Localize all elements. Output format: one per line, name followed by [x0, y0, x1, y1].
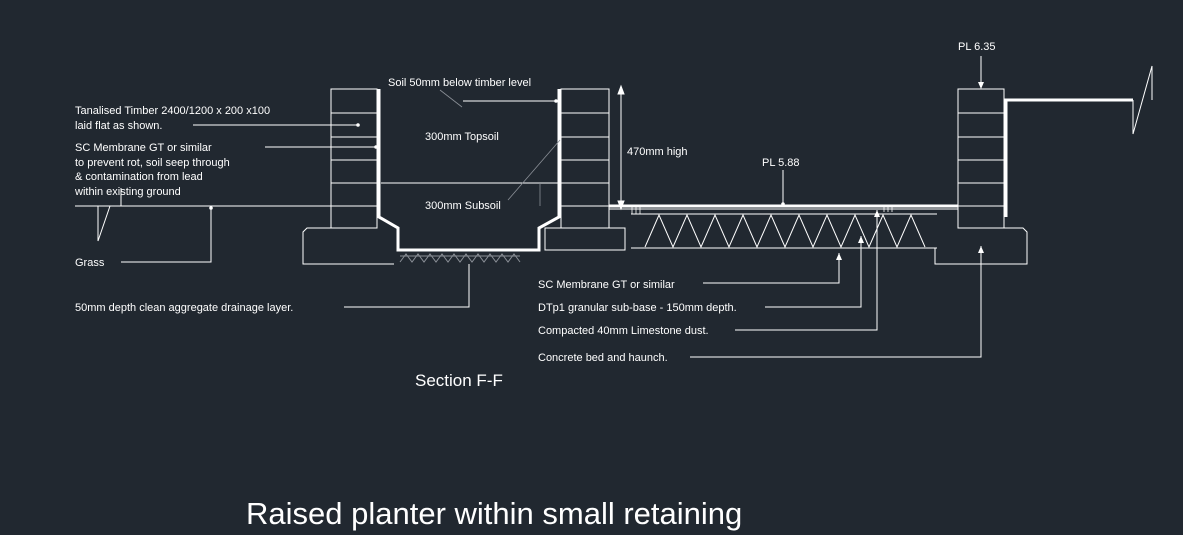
left-timber-wall: [330, 88, 378, 229]
label-pl-high: PL 6.35: [958, 41, 996, 53]
label-limestone: Compacted 40mm Limestone dust.: [538, 325, 709, 337]
label-height: 470mm high: [627, 146, 688, 158]
centre-timber-wall: [560, 88, 610, 229]
label-timber-1: Tanalised Timber 2400/1200 x 200 x100: [75, 105, 270, 117]
label-membrane-left-3: & contamination from lead: [75, 171, 203, 183]
label-membrane-right: SC Membrane GT or similar: [538, 279, 675, 291]
label-membrane-left-2: to prevent rot, soil seep through: [75, 157, 230, 169]
subbase-truss-hatch: [631, 213, 937, 249]
label-timber-2: laid flat as shown.: [75, 120, 162, 132]
label-grass: Grass: [75, 257, 105, 269]
right-timber-wall: [957, 88, 1005, 229]
planter-membrane-liner: [377, 89, 561, 252]
label-aggregate: 50mm depth clean aggregate drainage laye…: [75, 302, 293, 314]
leader-dots: [209, 82, 984, 260]
label-concrete: Concrete bed and haunch.: [538, 352, 668, 364]
height-dimension: [617, 84, 625, 211]
surface-tick-marks: [631, 206, 893, 214]
construction-lines: [439, 89, 561, 206]
label-pl-low: PL 5.88: [762, 157, 800, 169]
aggregate-hatch: [399, 253, 521, 263]
label-soil-level: Soil 50mm below timber level: [388, 77, 531, 89]
leader-lines: [75, 56, 982, 358]
label-membrane-left-1: SC Membrane GT or similar: [75, 142, 212, 154]
left-concrete-footing: [302, 227, 394, 265]
label-subbase: DTp1 granular sub-base - 150mm depth.: [538, 302, 737, 314]
right-concrete-footing: [934, 227, 1028, 265]
drawing-title: Raised planter within small retaining: [246, 496, 742, 531]
right-membrane-liner: [1004, 98, 1133, 217]
label-subsoil: 300mm Subsoil: [425, 200, 501, 212]
section-label: Section F-F: [415, 371, 503, 390]
label-membrane-left-4: within existing ground: [74, 186, 181, 198]
break-line: [1132, 65, 1153, 135]
label-topsoil: 300mm Topsoil: [425, 131, 499, 143]
centre-concrete-footing: [544, 227, 626, 251]
